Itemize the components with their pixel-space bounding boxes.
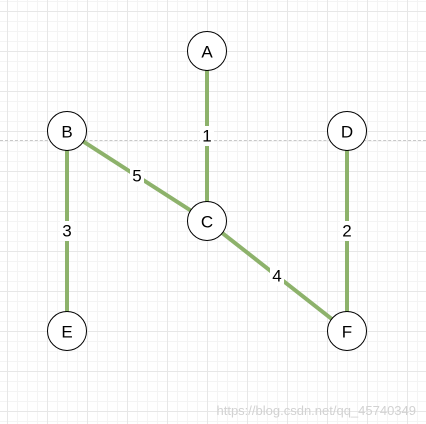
edge-labels-layer: 1 2 3 4 5 [60,126,354,286]
node-circle [47,311,87,351]
node-circle [327,111,367,151]
node-label: B [61,123,72,142]
edge-weight-b-e: 3 [62,222,71,241]
node-d: D [327,111,367,151]
node-label: D [341,123,353,142]
nodes-layer: A B C D E F [47,31,367,351]
node-e: E [47,311,87,351]
edge-weight-c-f: 4 [272,267,281,286]
edge-weight-b-c: 5 [132,167,141,186]
node-b: B [47,111,87,151]
edge-weight-d-f: 2 [342,222,351,241]
watermark: https://blog.csdn.net/qq_45740349 [216,403,417,418]
edge-label-background [60,221,74,241]
edge-weight-a-c: 1 [202,127,211,146]
node-label: A [201,43,213,62]
node-circle [187,31,227,71]
edges-layer [65,70,349,321]
node-f: F [327,311,367,351]
node-c: C [187,201,227,241]
node-circle [47,111,87,151]
edge-label-background [130,166,144,186]
edge-label-background [340,221,354,241]
node-circle [187,201,227,241]
node-label: F [342,323,352,342]
node-label: E [61,323,72,342]
node-a: A [187,31,227,71]
edge-label-background [200,126,214,146]
edge-label-background [270,266,284,286]
node-circle [327,311,367,351]
node-label: C [201,213,213,232]
